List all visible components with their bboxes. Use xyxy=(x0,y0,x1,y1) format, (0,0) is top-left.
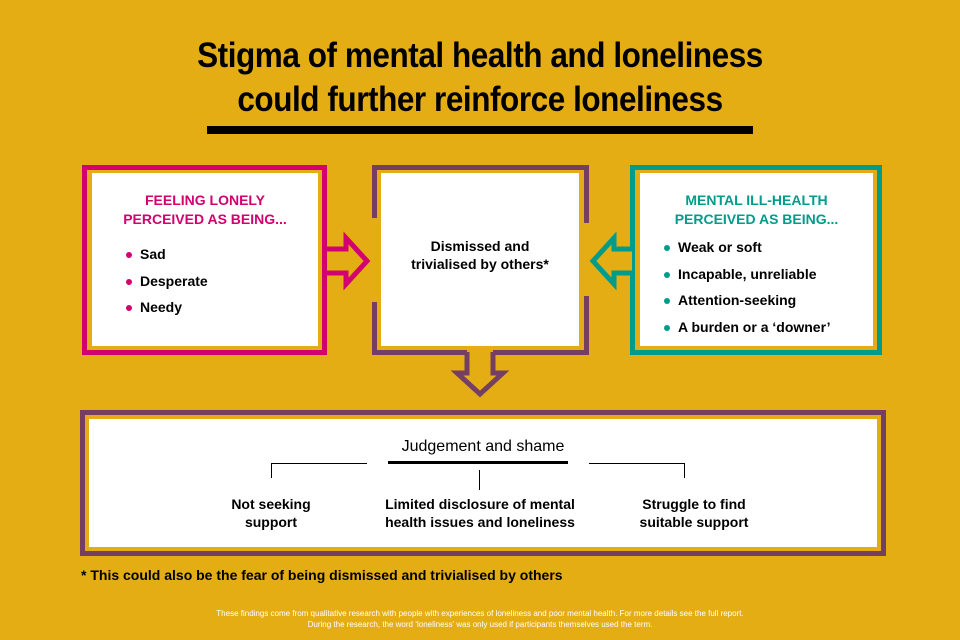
list-item: Incapable, unreliable xyxy=(664,261,830,288)
page-title: Stigma of mental health and loneliness co… xyxy=(48,34,912,122)
right-box-heading: MENTAL ILL-HEALTH PERCEIVED AS BEING... xyxy=(640,191,873,229)
heading-line: PERCEIVED AS BEING... xyxy=(123,211,287,227)
text-line: health issues and loneliness xyxy=(385,514,575,530)
bottom-box-frame xyxy=(80,410,886,556)
center-box-text: Dismissed and trivialised by others* xyxy=(381,237,579,273)
down-arrow-icon xyxy=(450,352,510,398)
footer: These findings come from qualitative res… xyxy=(0,608,960,630)
right-arrow-icon xyxy=(327,231,371,291)
text-line: trivialised by others* xyxy=(411,256,549,272)
feeling-lonely-box: FEELING LONELY PERCEIVED AS BEING... Sad … xyxy=(92,173,318,346)
title-line-1: Stigma of mental health and loneliness xyxy=(197,36,763,75)
list-item: A burden or a ‘downer’ xyxy=(664,314,830,341)
mental-ill-health-box: MENTAL ILL-HEALTH PERCEIVED AS BEING... W… xyxy=(640,173,873,346)
dismissed-box: Dismissed and trivialised by others* xyxy=(381,173,579,346)
list-item: Weak or soft xyxy=(664,234,830,261)
footnote: * This could also be the fear of being d… xyxy=(81,567,563,583)
right-box-list: Weak or soft Incapable, unreliable Atten… xyxy=(664,234,830,340)
right-box-frame xyxy=(630,165,882,355)
text-line: suitable support xyxy=(639,514,749,530)
list-item: Needy xyxy=(126,294,208,321)
outcome-limited-disclosure: Limited disclosure of mental health issue… xyxy=(369,495,591,531)
footer-line: These findings come from qualitative res… xyxy=(216,609,744,618)
text-line: Not seeking xyxy=(231,496,311,512)
judgement-underline xyxy=(388,461,568,464)
list-item: Attention-seeking xyxy=(664,287,830,314)
left-box-list: Sad Desperate Needy xyxy=(126,241,208,321)
text-line: Struggle to find xyxy=(642,496,746,512)
heading-line: MENTAL ILL-HEALTH xyxy=(685,192,828,208)
judgement-box: Judgement and shame Not seeking support L… xyxy=(89,419,877,547)
left-box-frame xyxy=(82,165,327,355)
left-box-heading: FEELING LONELY PERCEIVED AS BEING... xyxy=(92,191,318,229)
judgement-heading: Judgement and shame xyxy=(401,438,565,455)
outcome-struggle: Struggle to find suitable support xyxy=(614,495,774,531)
list-item: Desperate xyxy=(126,268,208,295)
text-line: Dismissed and xyxy=(430,238,530,254)
text-line: support xyxy=(244,514,298,530)
text-line: Limited disclosure of mental xyxy=(385,496,575,512)
center-bracket-bottom xyxy=(372,296,589,355)
tree-lines xyxy=(271,463,685,490)
heading-line: FEELING LONELY xyxy=(144,192,266,208)
footer-line: During the research, the word ‘lonelines… xyxy=(307,620,653,629)
list-item: Sad xyxy=(126,241,208,268)
title-underline xyxy=(207,126,753,134)
title-line-2: could further reinforce loneliness xyxy=(237,80,723,119)
center-bracket-top xyxy=(372,165,589,223)
left-arrow-icon xyxy=(589,231,632,291)
heading-line: PERCEIVED AS BEING... xyxy=(674,211,839,227)
outcome-not-seeking: Not seeking support xyxy=(201,495,341,531)
